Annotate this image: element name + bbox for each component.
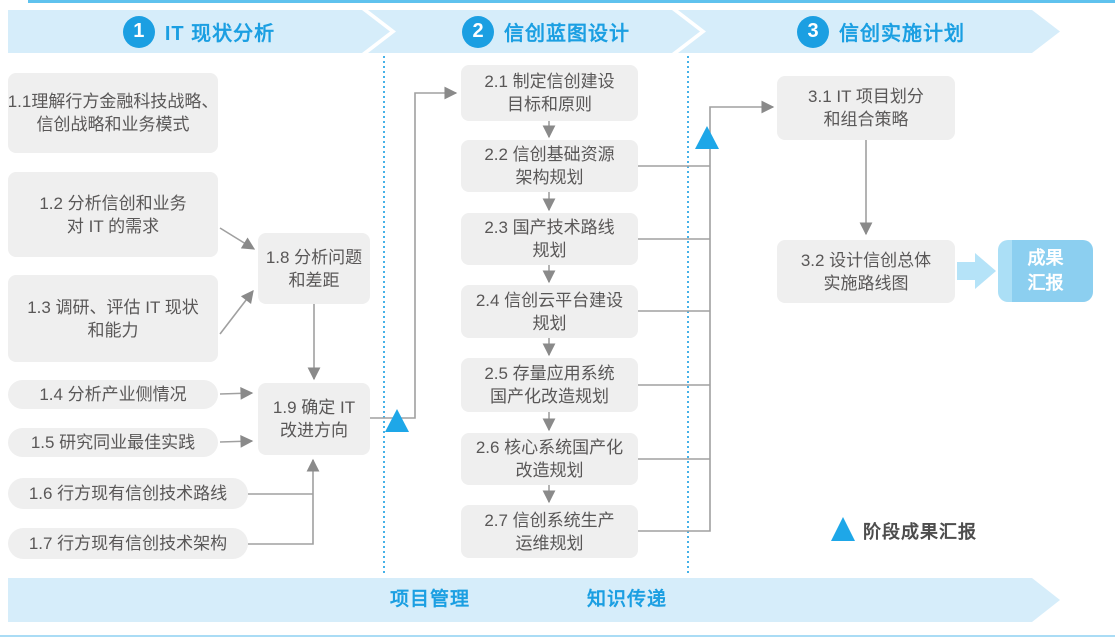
result-report-box: 成果 汇报 bbox=[998, 240, 1093, 302]
step-text-line: 架构规划 bbox=[515, 168, 584, 187]
step-1-5: 1.5 研究同业最佳实践 bbox=[8, 428, 218, 457]
phase-number-badge-3: 3 bbox=[797, 16, 829, 48]
step-text-line: 实施路线图 bbox=[823, 273, 909, 293]
step-text-line: 1.8 分析问题 bbox=[265, 247, 363, 267]
phase-number-badge-2: 2 bbox=[462, 16, 494, 48]
footer-label-knowledge-transfer: 知识传递 bbox=[587, 589, 668, 610]
step-text-line: 2.5 存量应用系统 bbox=[484, 364, 615, 383]
step-1-4: 1.4 分析产业侧情况 bbox=[8, 380, 218, 409]
phase-banner-2: 2 信创蓝图设计 bbox=[368, 10, 700, 53]
phase-banner-3: 3 信创实施计划 bbox=[678, 10, 1060, 53]
step-2-2: 2.2 信创基础资源 架构规划 bbox=[461, 140, 638, 192]
top-border-line bbox=[28, 0, 1115, 3]
connector-1-2-to-1-8 bbox=[219, 227, 256, 250]
step-text-line: 1.2 分析信创和业务 bbox=[39, 193, 187, 213]
step-text-line: 2.1 制定信创建设 bbox=[484, 72, 615, 91]
footer-banner bbox=[8, 578, 1060, 622]
step-text-line: 国产化改造规划 bbox=[490, 387, 609, 406]
step-1-8: 1.8 分析问题 和差距 bbox=[258, 233, 370, 304]
phase-title-1: IT 现状分析 bbox=[164, 23, 276, 45]
step-1-2: 1.2 分析信创和业务 对 IT 的需求 bbox=[8, 172, 218, 257]
step-3-1: 3.1 IT 项目划分 和组合策略 bbox=[777, 76, 955, 140]
connector-1-7-to-1-9 bbox=[248, 458, 320, 545]
step-text-line: 对 IT 的需求 bbox=[66, 216, 160, 236]
step-text-line: 规划 bbox=[532, 241, 567, 260]
connector-1-3-to-1-8 bbox=[219, 289, 254, 335]
result-block-arrow bbox=[957, 253, 996, 289]
step-text-line: 运维规划 bbox=[515, 533, 584, 553]
step-text-line: 1.5 研究同业最佳实践 bbox=[30, 433, 196, 452]
step-2-3: 2.3 国产技术路线 规划 bbox=[461, 213, 638, 265]
connector-1-4-to-1-9 bbox=[219, 386, 254, 400]
step-text-line: 和组合策略 bbox=[823, 110, 909, 129]
step-2-7: 2.7 信创系统生产 运维规划 bbox=[461, 505, 638, 558]
step-2-5: 2.5 存量应用系统 国产化改造规划 bbox=[461, 358, 638, 412]
step-text-line: 2.4 信创云平台建设 bbox=[475, 290, 624, 310]
step-1-3: 1.3 调研、评估 IT 现状 和能力 bbox=[8, 275, 218, 362]
step-1-1: 1.1理解行方金融科技战略、 信创战略和业务模式 bbox=[8, 73, 218, 153]
step-text-line: 信创战略和业务模式 bbox=[36, 115, 190, 134]
step-text-line: 改造规划 bbox=[515, 461, 584, 480]
step-text-line: 和能力 bbox=[87, 320, 139, 340]
step-text-line: 3.2 设计信创总体 bbox=[800, 250, 932, 270]
step-text-line: 1.4 分析产业侧情况 bbox=[39, 385, 187, 404]
step-1-6: 1.6 行方现有信创技术路线 bbox=[8, 478, 248, 509]
step-2-1: 2.1 制定信创建设 目标和原则 bbox=[461, 65, 638, 121]
step-text-line: 2.2 信创基础资源 bbox=[484, 145, 615, 164]
phase-title-3: 信创实施计划 bbox=[839, 23, 965, 45]
step-text-line: 2.7 信创系统生产 bbox=[484, 510, 615, 530]
milestone-triangle-phase2 bbox=[695, 126, 719, 149]
step-2-4: 2.4 信创云平台建设 规划 bbox=[461, 285, 638, 338]
step-text-line: 改进方向 bbox=[280, 421, 348, 440]
bottom-border-line bbox=[0, 635, 1115, 637]
connector-trunk-to-3-1 bbox=[638, 100, 775, 532]
connector-1-5-to-1-9 bbox=[219, 434, 254, 448]
step-text-line: 规划 bbox=[532, 313, 567, 333]
step-text-line: 1.9 确定 IT bbox=[272, 398, 356, 417]
result-text-line: 成果 bbox=[1027, 248, 1064, 268]
footer-label-project-management: 项目管理 bbox=[390, 589, 471, 610]
step-2-6: 2.6 核心系统国产化 改造规划 bbox=[461, 433, 638, 485]
step-text-line: 目标和原则 bbox=[507, 95, 592, 114]
phase-number-badge-1: 1 bbox=[123, 16, 155, 48]
legend-label: 阶段成果汇报 bbox=[863, 522, 977, 542]
legend-triangle-icon bbox=[831, 517, 855, 541]
milestone-triangle-phase1 bbox=[385, 409, 409, 432]
step-text-line: 2.6 核心系统国产化 bbox=[475, 438, 624, 457]
step-text-line: 和差距 bbox=[288, 270, 340, 290]
step-text-line: 2.3 国产技术路线 bbox=[484, 218, 615, 237]
step-text-line: 1.7 行方现有信创技术架构 bbox=[28, 534, 228, 553]
phase-divider-1 bbox=[383, 56, 385, 576]
step-text-line: 1.3 调研、评估 IT 现状 bbox=[27, 297, 199, 317]
step-text-line: 3.1 IT 项目划分 bbox=[808, 87, 924, 106]
result-text-line: 汇报 bbox=[1027, 273, 1064, 293]
step-text-line: 1.6 行方现有信创技术路线 bbox=[28, 484, 228, 503]
step-3-2: 3.2 设计信创总体 实施路线图 bbox=[777, 240, 955, 303]
phase-divider-2 bbox=[687, 56, 689, 576]
step-text-line: 1.1理解行方金融科技战略、 bbox=[7, 92, 219, 111]
phase-title-2: 信创蓝图设计 bbox=[504, 23, 630, 45]
step-1-9: 1.9 确定 IT 改进方向 bbox=[258, 383, 370, 455]
phase-banner-1: 1 IT 现状分析 bbox=[8, 10, 390, 53]
step-1-7: 1.7 行方现有信创技术架构 bbox=[8, 528, 248, 559]
